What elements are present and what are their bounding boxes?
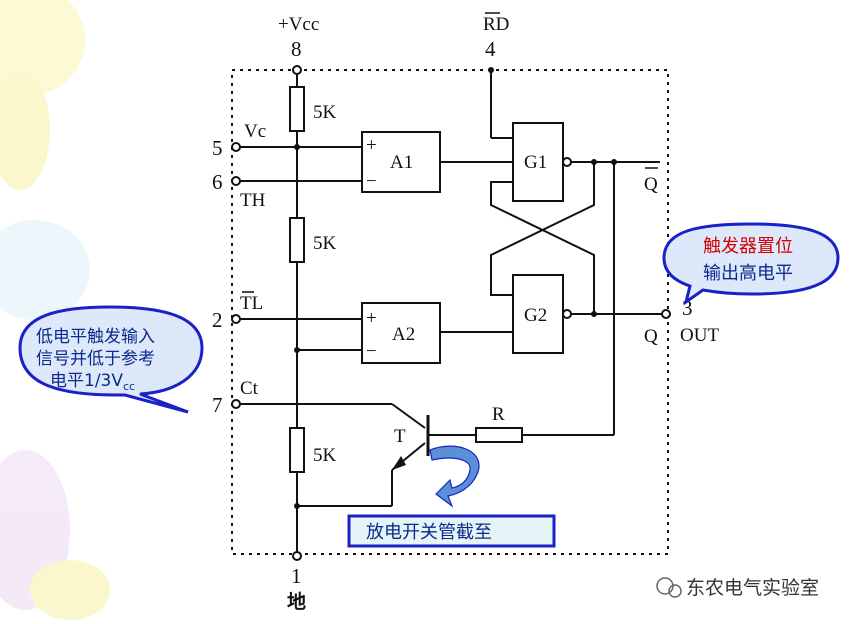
gate-g1-label: G1	[524, 152, 547, 173]
pin-gnd-number: 1	[291, 564, 302, 588]
pin-tl-number: 2	[212, 308, 223, 332]
watermark-text: 东农电气实验室	[686, 577, 819, 599]
gate-g1	[512, 122, 564, 202]
pin-vc-label: Vc	[244, 121, 266, 142]
pin-vcc-terminal	[292, 65, 302, 75]
comparator-a1-label: A1	[390, 152, 413, 173]
resistor-mid-label: 5K	[313, 233, 337, 254]
pin-vc-number: 5	[212, 136, 223, 160]
resistor-mid	[289, 217, 305, 263]
comparator-a2-minus: −	[366, 341, 377, 362]
gate-g2-label: G2	[524, 305, 547, 326]
gate-g1-bubble	[562, 157, 572, 167]
pin-ct-terminal	[231, 399, 241, 409]
wechat-icon-2	[668, 584, 682, 598]
resistor-bot	[289, 427, 305, 473]
pin-gnd-terminal	[292, 551, 302, 561]
callout-set-high-line2: 输出高电平	[703, 263, 793, 284]
callout-trigger-line2: 信号并低于参考	[36, 349, 155, 369]
pin-out-terminal	[661, 309, 671, 319]
comparator-a2	[361, 302, 441, 364]
pin-th-number: 6	[212, 170, 223, 194]
q-label: Q	[644, 326, 658, 347]
callout-trigger-line3-sub: cc	[123, 380, 135, 393]
wire-cross-2	[490, 181, 595, 314]
pin-out-number: 3	[682, 296, 693, 320]
watermark: 东农电气实验室	[656, 577, 819, 599]
pin-tl-label: TL	[240, 293, 263, 314]
background-decoration	[0, 0, 110, 620]
resistor-top-label: 5K	[313, 102, 337, 123]
resistor-r	[475, 427, 523, 443]
pin-rd-label: RD	[483, 14, 509, 35]
comparator-a1-minus: −	[366, 171, 377, 192]
pin-out-label: OUT	[680, 325, 719, 346]
callout-set-high: 触发器置位 输出高电平	[662, 222, 840, 306]
comparator-a2-label: A2	[392, 324, 415, 345]
gate-g2	[512, 274, 564, 354]
wire-cross-1	[490, 162, 595, 296]
transistor-label: T	[394, 426, 406, 447]
discharge-label: 放电开关管截至	[366, 522, 492, 543]
discharge-arrow-icon	[429, 445, 480, 508]
discharge-label-box: 放电开关管截至	[347, 514, 556, 548]
gate-g2-bubble	[562, 309, 572, 319]
pin-vc-terminal	[231, 142, 241, 152]
wire-collector	[391, 403, 426, 429]
callout-trigger-line3-main: 电平1/3V	[50, 371, 123, 391]
resistor-bot-label: 5K	[313, 445, 337, 466]
transistor-emitter-arrow	[392, 456, 406, 470]
callout-set-high-line1: 触发器置位	[703, 236, 793, 257]
pin-tl-terminal	[231, 314, 241, 324]
comparator-a2-plus: +	[366, 308, 377, 329]
pin-ct-label: Ct	[240, 378, 259, 399]
callout-trigger-line1: 低电平触发输入	[36, 327, 155, 347]
callout-trigger-line3: 电平1/3Vcc	[50, 371, 135, 393]
pin-vcc-number: 8	[291, 37, 302, 61]
pin-gnd-label: 地	[287, 590, 306, 613]
q-bar-label: Q	[644, 174, 658, 195]
resistor-top	[289, 86, 305, 132]
pin-vcc-label: +Vcc	[278, 14, 319, 35]
resistor-r-label: R	[492, 404, 505, 425]
pin-ct-number: 7	[212, 393, 223, 417]
pin-rd-number: 4	[485, 37, 496, 61]
chip-boundary	[231, 69, 669, 555]
comparator-a1-plus: +	[366, 135, 377, 156]
pin-th-terminal	[231, 176, 241, 186]
pin-th-label: TH	[240, 190, 266, 211]
callout-trigger: 低电平触发输入 信号并低于参考 电平1/3Vcc	[18, 305, 204, 414]
